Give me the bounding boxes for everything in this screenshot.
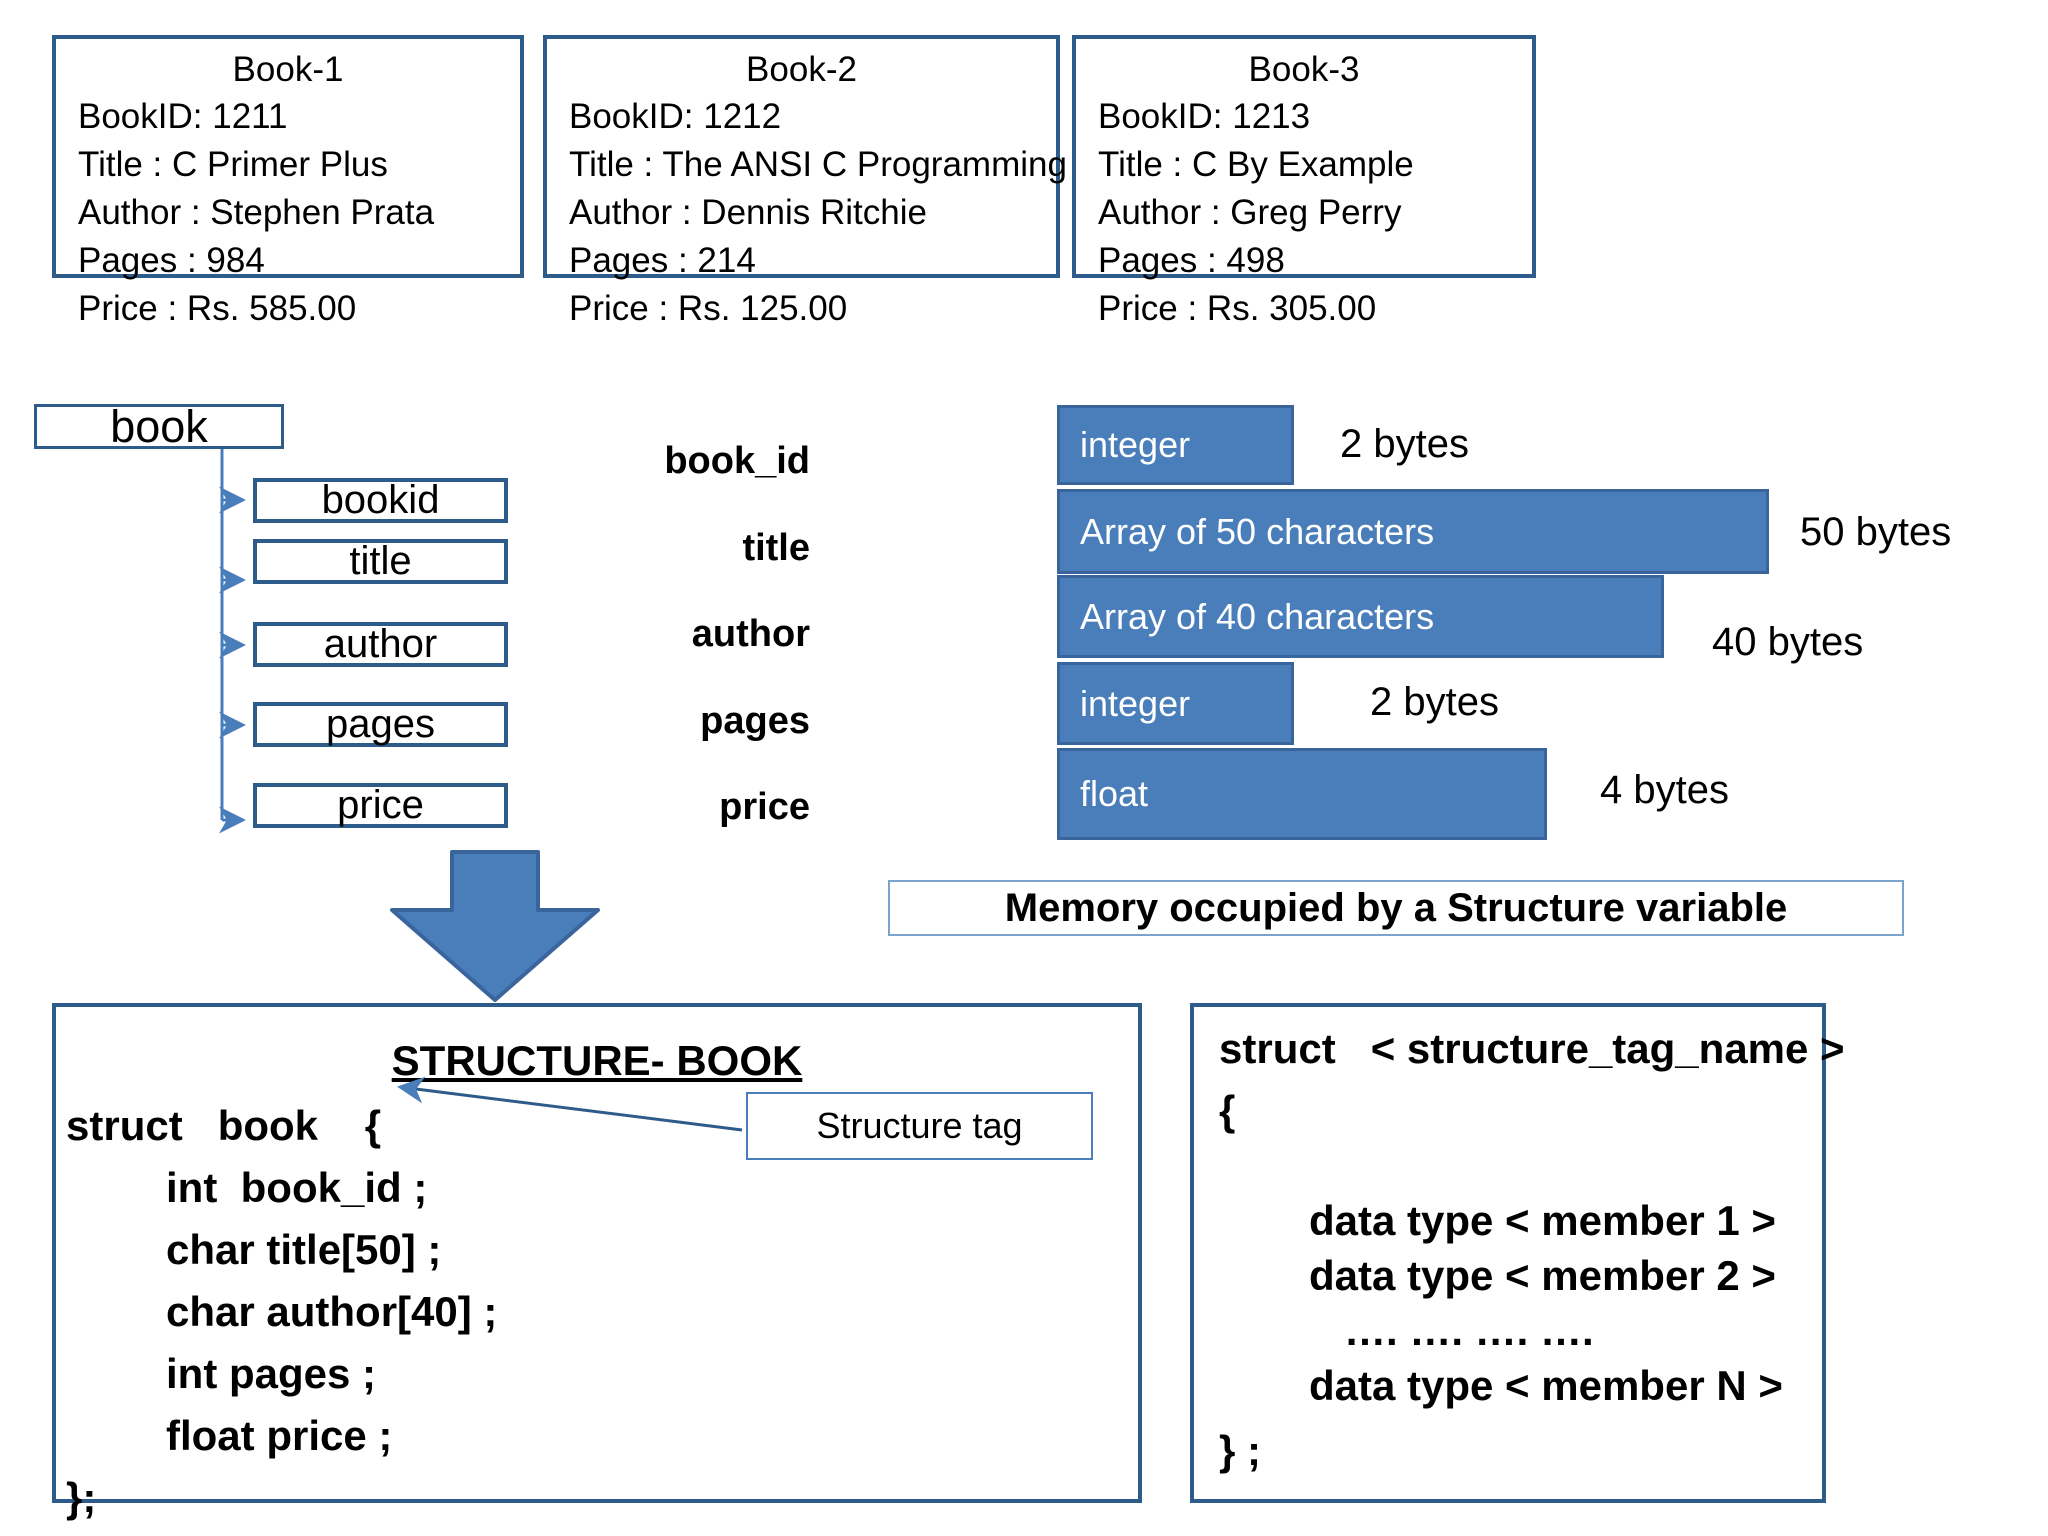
tree-node-label: author (323, 622, 438, 666)
memory-member-name: price (719, 786, 810, 828)
memory-size-value: 4 bytes (1600, 768, 1729, 812)
tree-root-label: book (110, 400, 208, 452)
tree-connectors (219, 449, 246, 834)
memory-bar-pages: integer (1057, 662, 1294, 745)
book-card-pages: Pages : 984 (78, 241, 265, 280)
memory-bar-type: Array of 50 characters (1080, 510, 1435, 552)
structure-code-line-1: struct book { (66, 1102, 382, 1149)
memory-size-value: 2 bytes (1370, 680, 1499, 724)
tree-node-pages: pages (253, 702, 508, 747)
memory-bar-type: Array of 40 characters (1080, 595, 1435, 637)
memory-member-name: title (742, 527, 810, 569)
tree-node-label: pages (326, 702, 435, 746)
book-card-pages: Pages : 498 (1098, 241, 1285, 280)
book-card-bookid: BookID: 1211 (78, 97, 288, 136)
memory-row-label-pages: pages (560, 700, 810, 743)
book-card-bookid: BookID: 1213 (1098, 97, 1311, 136)
book-card-title: Book-1 (232, 50, 344, 89)
tree-node-title: title (253, 539, 508, 584)
tree-node-label: price (337, 783, 424, 827)
structure-code-line-7: }; (66, 1474, 97, 1521)
memory-size-book-id: 2 bytes (1340, 422, 1469, 467)
memory-size-value: 2 bytes (1340, 422, 1469, 466)
syntax-code-line-7: } ; (1219, 1427, 1261, 1474)
memory-size-pages: 2 bytes (1370, 680, 1499, 725)
memory-size-title: 50 bytes (1800, 510, 1951, 555)
memory-row-label-title: title (560, 527, 810, 570)
memory-size-value: 50 bytes (1800, 510, 1952, 554)
structure-code-line-5: int pages ; (166, 1350, 377, 1397)
syntax-code-line-1: struct < structure_tag_name > (1219, 1025, 1845, 1072)
syntax-code-line-4: data type < member 2 > (1309, 1252, 1776, 1299)
memory-size-value: 40 bytes (1712, 620, 1864, 664)
structure-book-panel: STRUCTURE- BOOK struct book { int book_i… (52, 1003, 1142, 1521)
memory-bar-type: integer (1080, 424, 1191, 465)
book-card-author: Author : Dennis Ritchie (569, 193, 927, 232)
structure-code-line-2: int book_id ; (166, 1164, 428, 1211)
memory-member-name: book_id (664, 440, 810, 482)
memory-bar-price: float (1057, 748, 1547, 840)
down-arrow-icon (390, 850, 600, 1002)
book-card-1: Book-1 BookID: 1211 Title : C Primer Plu… (52, 35, 524, 328)
book-card-title: Book-3 (1248, 50, 1360, 89)
memory-member-name: pages (700, 700, 810, 742)
syntax-code-line-3: data type < member 1 > (1309, 1197, 1776, 1244)
memory-row-label-author: author (560, 613, 810, 656)
structure-code-line-4: char author[40] ; (166, 1288, 498, 1335)
book-card-pages: Pages : 214 (569, 241, 756, 280)
book-card-3: Book-3 BookID: 1213 Title : C By Example… (1072, 35, 1536, 328)
book-card-2: Book-2 BookID: 1212 Title : The ANSI C P… (543, 35, 1067, 328)
memory-size-author: 40 bytes (1712, 620, 1863, 665)
book-card-title-line: Title : The ANSI C Programming (569, 145, 1067, 184)
book-card-price: Price : Rs. 585.00 (78, 289, 357, 328)
structure-tag-callout: Structure tag (746, 1092, 1093, 1160)
book-card-bookid: BookID: 1212 (569, 97, 782, 136)
memory-caption-box: Memory occupied by a Structure variable (888, 880, 1904, 936)
memory-member-name: author (691, 613, 810, 655)
book-card-title-line: Title : C By Example (1098, 145, 1414, 184)
tree-node-label: title (349, 539, 412, 583)
memory-row-label-price: price (560, 786, 810, 829)
tree-node-bookid: bookid (253, 478, 508, 523)
syntax-code-line-5: …. …. …. …. (1344, 1307, 1594, 1354)
structure-code-line-3: char title[50] ; (166, 1226, 442, 1273)
book-card-price: Price : Rs. 125.00 (569, 289, 848, 328)
syntax-code-line-6: data type < member N > (1309, 1362, 1783, 1409)
book-card-title: Book-2 (746, 50, 857, 89)
syntax-code-line-2: { (1219, 1087, 1236, 1134)
structure-code-line-6: float price ; (166, 1412, 393, 1459)
syntax-panel: struct < structure_tag_name > { data typ… (1190, 1003, 1845, 1503)
memory-bar-type: integer (1080, 682, 1191, 724)
tree-node-author: author (253, 622, 508, 667)
memory-bar-type: float (1080, 773, 1149, 814)
memory-caption-text: Memory occupied by a Structure variable (1004, 885, 1788, 930)
memory-bar-author: Array of 40 characters (1057, 575, 1664, 658)
structure-tag-callout-label: Structure tag (816, 1105, 1023, 1146)
memory-row-label-book-id: book_id (560, 440, 810, 483)
book-card-author: Author : Greg Perry (1098, 193, 1402, 232)
structure-panel-heading: STRUCTURE- BOOK (391, 1037, 803, 1084)
memory-bar-title: Array of 50 characters (1057, 489, 1769, 574)
memory-size-price: 4 bytes (1600, 768, 1729, 813)
book-card-author: Author : Stephen Prata (78, 193, 435, 232)
book-card-title-line: Title : C Primer Plus (78, 145, 388, 184)
tree-node-price: price (253, 783, 508, 828)
tree-root-book: book (34, 401, 284, 452)
memory-bar-book-id: integer (1057, 405, 1294, 485)
tree-node-label: bookid (321, 478, 440, 522)
book-card-price: Price : Rs. 305.00 (1098, 289, 1377, 328)
